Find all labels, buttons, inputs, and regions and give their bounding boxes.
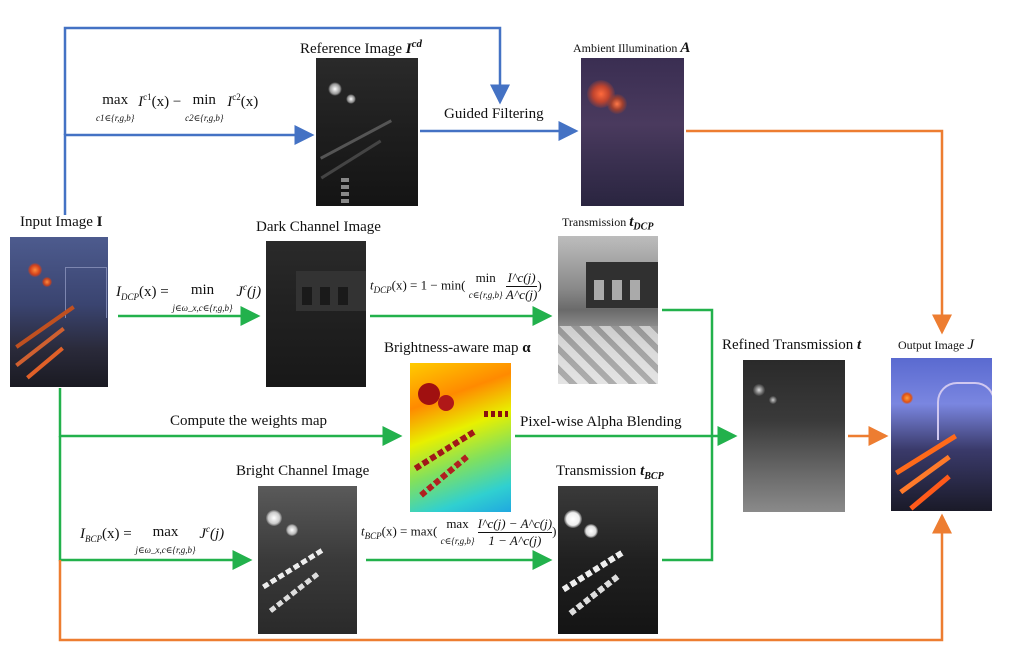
brightness-aware-map-image <box>410 363 511 512</box>
reference-image-label: Reference Image Icd <box>300 38 422 57</box>
ambient-illumination-label: Ambient Illumination A <box>573 40 691 56</box>
output-image <box>891 358 992 511</box>
refined-transmission-label: Refined Transmission t <box>722 337 862 353</box>
orange-arrow-ambient-to-output <box>686 129 952 335</box>
transmission-bcp-label: Transmission tBCP <box>556 463 664 482</box>
brightness-aware-map-label: Brightness-aware map α <box>384 340 531 356</box>
transmission-dcp-label: Transmission tDCP <box>562 214 654 233</box>
dark-channel-label: Dark Channel Image <box>256 219 381 235</box>
transmission-dcp-image <box>558 236 658 384</box>
bright-channel-image <box>258 486 357 634</box>
blue-arrow-top-loop <box>63 26 510 135</box>
output-image-label: Output Image J <box>898 337 974 353</box>
reference-image <box>316 58 418 206</box>
guided-filtering-label: Guided Filtering <box>444 106 544 122</box>
refined-transmission-image <box>743 360 845 512</box>
dark-channel-image <box>266 241 366 387</box>
compute-weights-label: Compute the weights map <box>170 413 328 429</box>
alpha-blending-label: Pixel-wise Alpha Blending <box>520 414 682 430</box>
orange-arrow-input-to-output <box>58 513 952 642</box>
transmission-bcp-image <box>558 486 658 634</box>
input-image-label: Input Image I <box>20 214 103 230</box>
ambient-illumination-image <box>581 58 684 206</box>
bright-channel-label: Bright Channel Image <box>236 463 370 479</box>
input-image <box>10 237 108 387</box>
blue-arrow-to-reference <box>63 125 315 215</box>
